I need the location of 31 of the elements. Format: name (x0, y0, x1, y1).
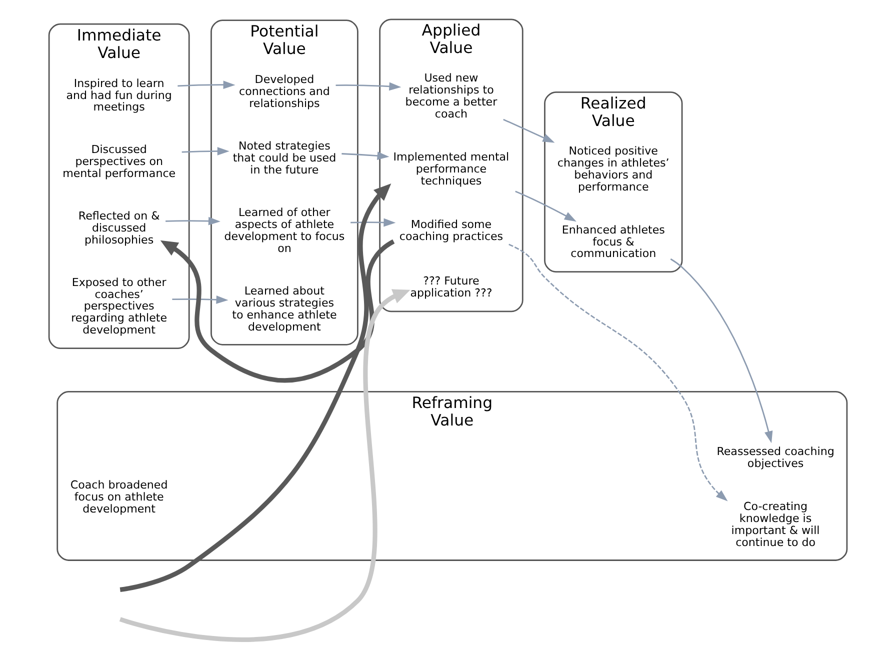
arrow (119, 289, 410, 642)
node-text: Reflected on & discussed philosophies (78, 209, 160, 246)
node-text: Noted strategies that could be used in the future (232, 139, 336, 176)
node-text: Noticed positive changes in athletes’ behaviors and performance (557, 144, 670, 194)
arrow (166, 216, 220, 226)
arrow (172, 295, 228, 304)
arrow (350, 218, 396, 227)
arrow (160, 239, 395, 383)
node-text: ??? Future application ??? (410, 274, 492, 300)
arrow (503, 118, 555, 143)
node-text: Used new relationships to become a better coach (405, 72, 498, 121)
arrow (508, 244, 728, 502)
node-text: Coach broadened focus on athlete development (70, 478, 168, 516)
node-text: Inspired to learn and had fun during meetings (66, 76, 172, 114)
arrow (120, 183, 392, 592)
node-text: Modified some coaching practices (399, 218, 504, 244)
node-text: Learned of other aspects of athlete development to focus on (224, 206, 345, 256)
arrow (336, 82, 402, 91)
arrow (670, 258, 773, 444)
arrow (182, 147, 230, 156)
arrow (515, 190, 576, 222)
node-text: Exposed to other coaches’ perspectives regarding athlete development (71, 276, 168, 337)
node-text: Discussed perspectives on mental performance (62, 143, 176, 180)
arrow (342, 152, 390, 160)
node-text: Implemented mental performance techniques (393, 150, 510, 188)
node-text: Learned about various strategies to enhance athlete development (232, 284, 337, 334)
node-text: Enhanced athletes focus & communication (562, 223, 665, 260)
node-text: Developed connections and relationships (239, 73, 330, 110)
node-text: Reassessed coaching objectives (716, 444, 834, 470)
arrow (178, 80, 236, 90)
node-text: Co-creating knowledge is important & will continue to do (731, 500, 820, 550)
